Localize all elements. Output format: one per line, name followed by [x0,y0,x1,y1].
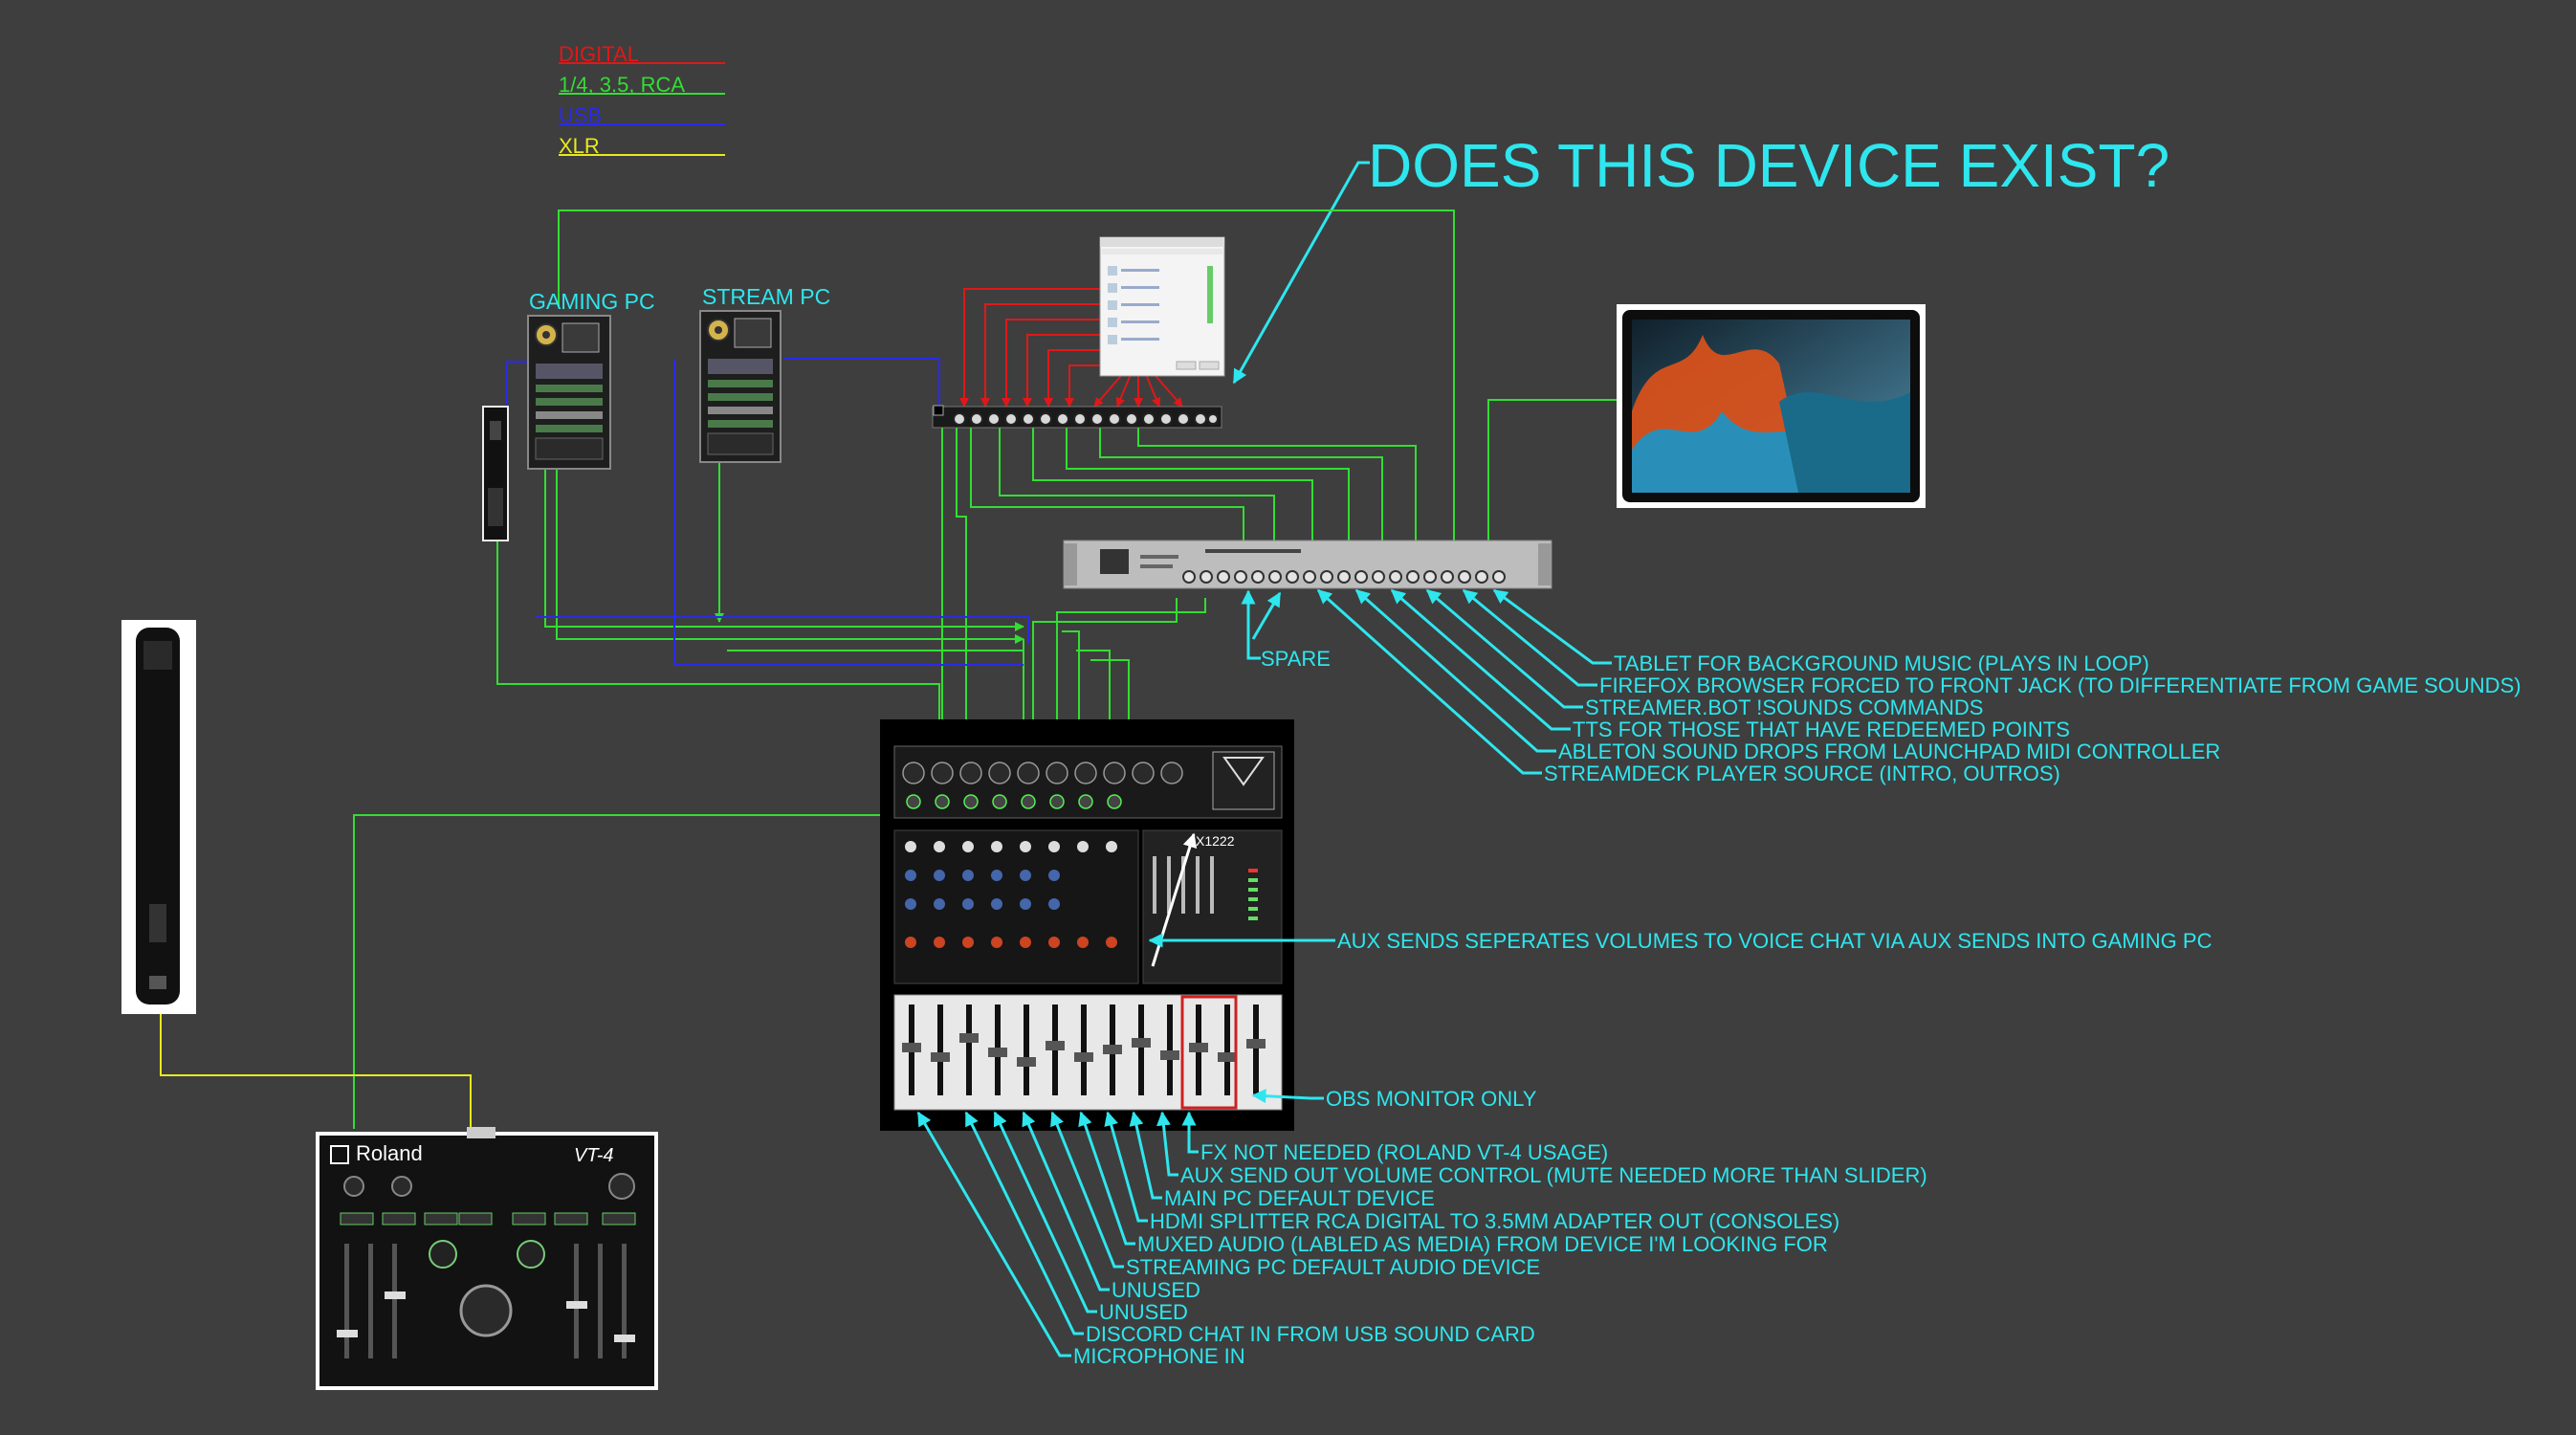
mixer-channel-label: MAIN PC DEFAULT DEVICE [1164,1186,1435,1210]
spare-label: SPARE [1261,647,1331,671]
obs-leader-line [1251,1089,1324,1104]
legend-item-analog: 1/4, 3.5, RCA [559,73,725,97]
leader-line [916,1111,1071,1358]
legend-label: DIGITAL [559,42,639,66]
cable-xlr [160,1014,472,1129]
leader-line [1462,588,1597,687]
aux-sends-label: AUX SENDS SEPERATES VOLUMES TO VOICE CHA… [1337,929,2213,953]
microphone-icon [121,620,196,1014]
leader-line [1181,1111,1199,1154]
mixer-channel-label: MUXED AUDIO (LABLED AS MEDIA) FROM DEVIC… [1137,1232,1828,1256]
cable-analog [970,426,1244,564]
cable-analog [1487,399,1617,564]
mixer-channel-label: UNUSED [1112,1278,1200,1302]
legend-item-digital: DIGITAL [559,42,725,66]
mixer-icon: X1222 [880,719,1294,1131]
legend-label: XLR [559,134,600,158]
rack-input-label: TABLET FOR BACKGROUND MUSIC (PLAYS IN LO… [1614,651,2149,675]
leader-line [1425,588,1583,709]
cable-usb [673,359,1024,666]
cable-analog [1076,650,1114,752]
title-pointer-arrow [1232,161,1370,385]
usb-dongle-icon [482,406,509,541]
leader-line [1104,1111,1148,1223]
mixer-channel-label: AUX SEND OUT VOLUME CONTROL (MUTE NEEDED… [1180,1163,1927,1187]
legend-label: 1/4, 3.5, RCA [559,73,685,97]
leader-line [1156,1111,1178,1177]
mixer-channel-label: STREAMING PC DEFAULT AUDIO DEVICE [1126,1255,1540,1279]
rack-input-annotations [1316,588,1612,775]
legend-item-usb: USB [559,103,725,127]
cable-digital [980,303,1100,408]
cable-analog [558,210,1455,564]
spare-arrow [1241,589,1261,660]
leader-line [1316,588,1542,775]
gaming-pc-label: GAMING PC [529,289,655,314]
leader-line [1354,588,1556,753]
patch-bay-icon [932,405,1222,429]
cable-analog [1052,598,1206,752]
cable-analog [1066,426,1350,564]
leader-line [1078,1111,1135,1246]
pc-tower-icon [699,310,782,463]
spare-arrow [1251,591,1282,640]
leader-line [1492,588,1612,665]
leader-line [1390,588,1571,731]
cable-analog [544,359,1024,631]
rack-input-label: FIREFOX BROWSER FORCED TO FRONT JACK (TO… [1599,673,2521,697]
cable-analog [1099,426,1383,564]
legend: DIGITAL 1/4, 3.5, RCA USB XLR [559,42,725,158]
tablet-icon [1617,304,1926,508]
pc-tower-icon [527,315,611,470]
mixer-channel-label: HDMI SPLITTER RCA DIGITAL TO 3.5MM ADAPT… [1150,1209,1839,1233]
rack-input-label: ABLETON SOUND DROPS FROM LAUNCHPAD MIDI … [1558,740,2220,763]
software-window-icon [1099,236,1225,377]
cable-analog [999,426,1275,564]
rack-unit-icon [1063,540,1552,589]
cable-digital [959,288,1100,408]
mixer-channel-label: DISCORD CHAT IN FROM USB SOUND CARD [1086,1322,1535,1346]
rack-input-label: STREAMDECK PLAYER SOURCE (INTRO, OUTROS) [1544,762,2060,785]
roland-model-label: VT-4 [574,1145,614,1166]
mixer-channel-annotations [916,1111,1199,1358]
leader-line [1050,1111,1124,1269]
leader-line [964,1111,1084,1336]
cable-digital [1065,364,1100,408]
rack-input-label: TTS FOR THOSE THAT HAVE REDEEMED POINTS [1573,718,2070,741]
cable-analog [1137,426,1417,564]
cable-analog [956,426,971,752]
leader-line [993,1111,1097,1314]
cable-analog [1062,630,1084,752]
cable-usb [506,361,534,413]
leader-line [1129,1111,1162,1200]
cable-analog [556,359,1024,644]
legend-label: USB [559,103,602,127]
cable-analog [496,536,944,752]
cable-analog [1028,598,1178,752]
diagram-title: DOES THIS DEVICE EXIST? [1368,131,2169,200]
voice-transformer-icon: Roland VT-4 [316,1127,658,1390]
mixer-channel-label: FX NOT NEEDED (ROLAND VT-4 USAGE) [1200,1140,1608,1164]
mixer-channel-label: UNUSED [1099,1300,1188,1324]
rack-input-label: STREAMER.BOT !SOUNDS COMMANDS [1585,695,1983,719]
leader-line [1022,1111,1110,1292]
stream-pc-label: STREAM PC [702,284,830,309]
cable-analog [1032,426,1313,564]
cable-digital [1002,319,1100,408]
cable-analog [353,810,919,1129]
cable-usb [784,358,940,407]
roland-brand-label: Roland [356,1141,423,1165]
mixer-model-label: X1222 [1196,833,1235,849]
cable-digital [1023,334,1100,408]
legend-item-xlr: XLR [559,134,725,158]
cable-digital [1044,349,1100,408]
mixer-channel-label: MICROPHONE IN [1073,1344,1245,1368]
cable-usb [536,616,1029,643]
obs-monitor-label: OBS MONITOR ONLY [1326,1087,1537,1111]
